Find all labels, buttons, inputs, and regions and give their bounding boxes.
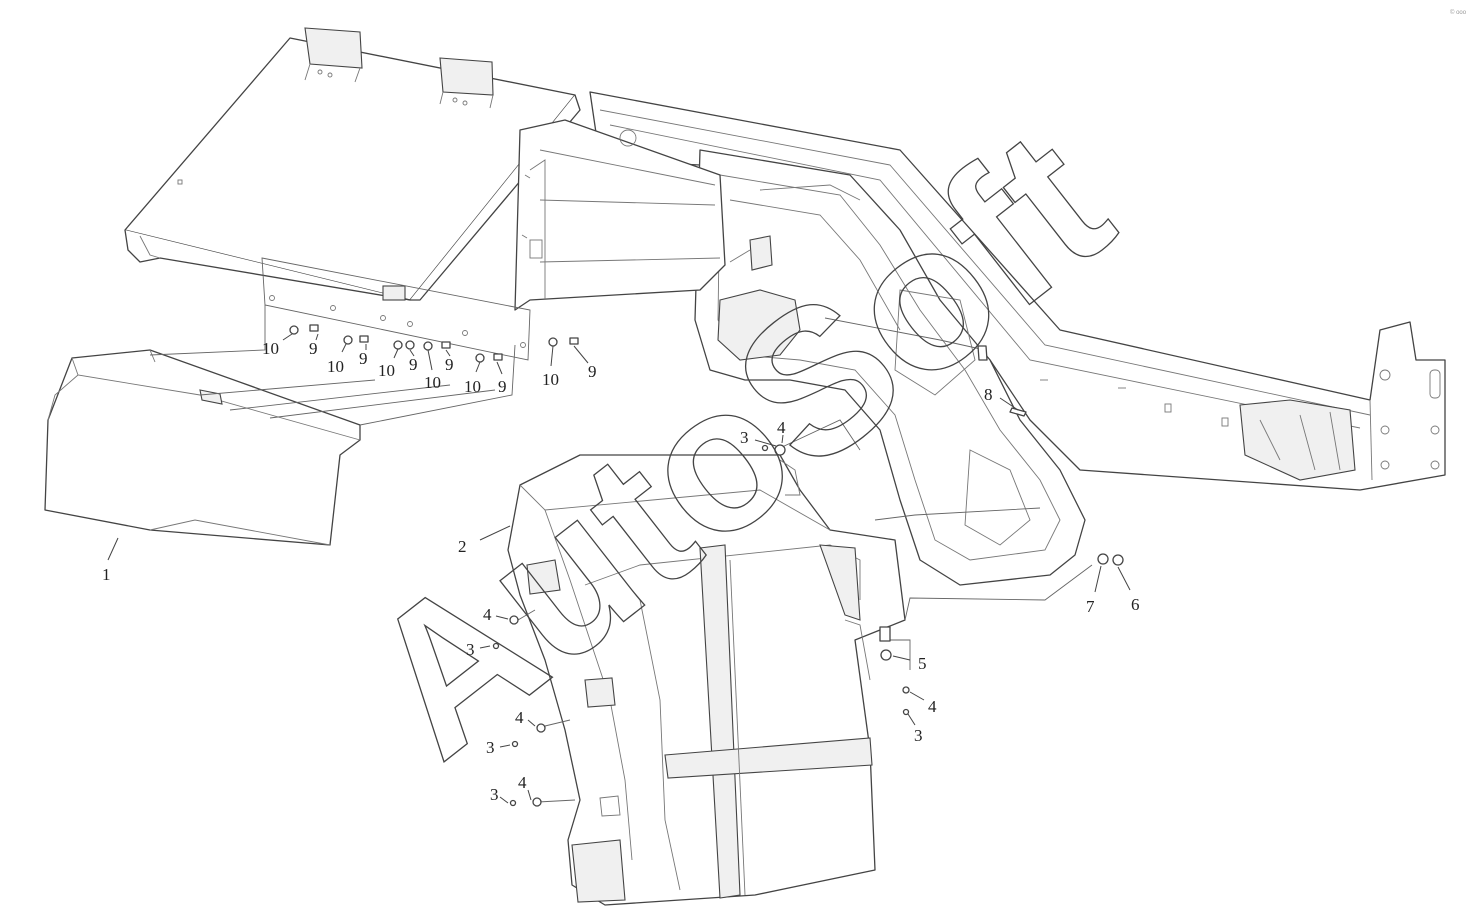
callout-4: 4 — [518, 773, 527, 792]
battery-box — [514, 119, 726, 311]
callout-3: 3 — [486, 738, 495, 757]
callout-5: 5 — [918, 654, 927, 673]
fasteners — [289, 324, 1124, 807]
corner-mark: © ooo — [1450, 9, 1467, 16]
callout-2: 2 — [458, 537, 467, 556]
callout-10: 10 — [327, 357, 344, 376]
callout-10: 10 — [378, 361, 395, 380]
part-1-side-panel — [44, 349, 361, 546]
callout-9: 9 — [309, 339, 318, 358]
wheel-arch-housing — [694, 149, 1086, 586]
callout-9: 9 — [409, 355, 418, 374]
frame-rail — [589, 91, 1446, 491]
callout-6: 6 — [1131, 595, 1140, 614]
callout-1: 1 — [102, 565, 111, 584]
callout-labels: 1 2 3 4 4 3 4 3 4 3 5 4 3 6 7 8 10 9 10 … — [102, 339, 1140, 804]
callout-10: 10 — [262, 339, 279, 358]
callout-8: 8 — [984, 385, 993, 404]
callout-9: 9 — [359, 349, 368, 368]
callout-10: 10 — [424, 373, 441, 392]
callout-4: 4 — [928, 697, 937, 716]
callout-9: 9 — [445, 355, 454, 374]
callout-7: 7 — [1086, 597, 1095, 616]
callout-9: 9 — [498, 377, 507, 396]
mounting-flange — [261, 257, 531, 361]
callout-3: 3 — [490, 785, 499, 804]
assembly-guide-lines — [149, 305, 1093, 803]
leader-lines — [107, 333, 1131, 804]
part-2-mudguard — [507, 454, 906, 906]
callout-10: 10 — [542, 370, 559, 389]
callout-10: 10 — [464, 377, 481, 396]
top-cover-panel — [124, 27, 581, 301]
callout-4: 4 — [777, 418, 786, 437]
callout-9: 9 — [588, 362, 597, 381]
callout-4: 4 — [483, 605, 492, 624]
callout-4: 4 — [515, 708, 524, 727]
callout-3: 3 — [466, 640, 475, 659]
callout-3: 3 — [914, 726, 923, 745]
callout-3: 3 — [740, 428, 749, 447]
